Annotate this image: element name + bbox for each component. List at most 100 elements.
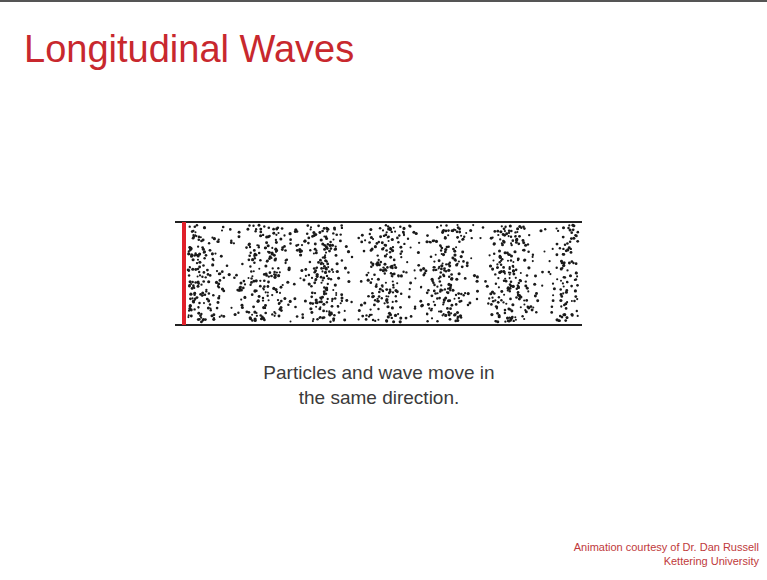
particle [392,280,394,282]
particle [397,275,399,277]
particle-field [187,224,579,324]
particle [391,275,393,277]
particle [194,297,197,300]
particle [482,226,485,229]
particle [498,271,501,274]
particle [314,248,317,251]
particle [207,306,210,309]
particle [442,229,444,231]
particle [333,227,336,230]
particle [505,232,508,235]
particle [273,254,276,257]
particle [455,303,458,306]
particle [434,292,437,295]
particle [386,266,389,269]
particle [502,233,505,236]
particle [570,251,573,254]
particle [293,283,296,286]
particle [268,257,271,260]
particle [308,274,311,277]
particle [374,299,377,302]
particle [502,270,505,273]
particle [367,295,370,298]
particle [497,277,499,279]
particle [509,290,511,292]
particle [439,244,442,247]
particle [323,248,326,251]
particle [557,319,560,322]
particle [254,230,256,232]
particle [323,316,326,319]
particle [360,304,363,307]
particle [333,314,336,317]
particle [442,303,444,305]
particle [527,243,529,245]
particle [499,238,501,240]
particle [314,292,316,294]
particle [369,233,371,235]
particle [263,319,266,322]
particle [397,313,399,315]
particle [243,280,246,283]
particle [498,286,500,288]
particle [273,276,276,279]
particle [437,292,439,294]
particle [202,294,204,296]
particle [329,321,331,323]
particle [443,298,446,301]
particle [299,277,301,279]
particle [523,303,525,305]
particle [339,239,342,242]
particle [500,299,502,301]
particle [399,225,402,228]
particle [427,303,430,306]
particle [198,236,201,239]
particle [566,281,568,283]
particle [503,227,506,230]
particle [204,294,206,296]
particle [188,307,191,310]
particle [248,255,251,258]
particle [434,269,436,271]
particle [341,300,343,302]
particle [350,301,352,303]
particle [419,269,422,272]
particle [258,252,261,255]
particle [247,277,249,279]
particle [341,299,343,301]
particle [300,249,303,252]
particle [518,235,521,238]
particle [265,247,267,249]
particle [322,303,325,306]
particle [555,227,557,229]
particle [382,229,384,231]
credit-block: Animation courtesy of Dr. Dan RussellKet… [574,540,759,568]
particle [200,321,203,324]
particle [264,312,267,315]
particle [532,256,534,258]
particle [256,315,258,317]
particle [259,280,261,282]
particle [484,280,487,283]
particle [326,228,328,230]
particle [315,251,318,254]
particle [238,235,241,238]
particle [562,265,564,267]
particle [267,291,269,293]
particle [311,302,314,305]
particle [462,238,465,241]
particle [438,297,441,300]
particle [559,288,562,291]
particle [515,238,518,241]
particle [451,279,453,281]
particle [321,230,324,233]
particle [254,318,257,321]
particle [406,261,408,263]
particle [218,272,221,275]
particle [523,299,525,301]
particle [249,316,252,319]
particle [434,304,436,306]
particle [374,245,377,248]
particle [561,267,563,269]
particle [520,272,522,274]
